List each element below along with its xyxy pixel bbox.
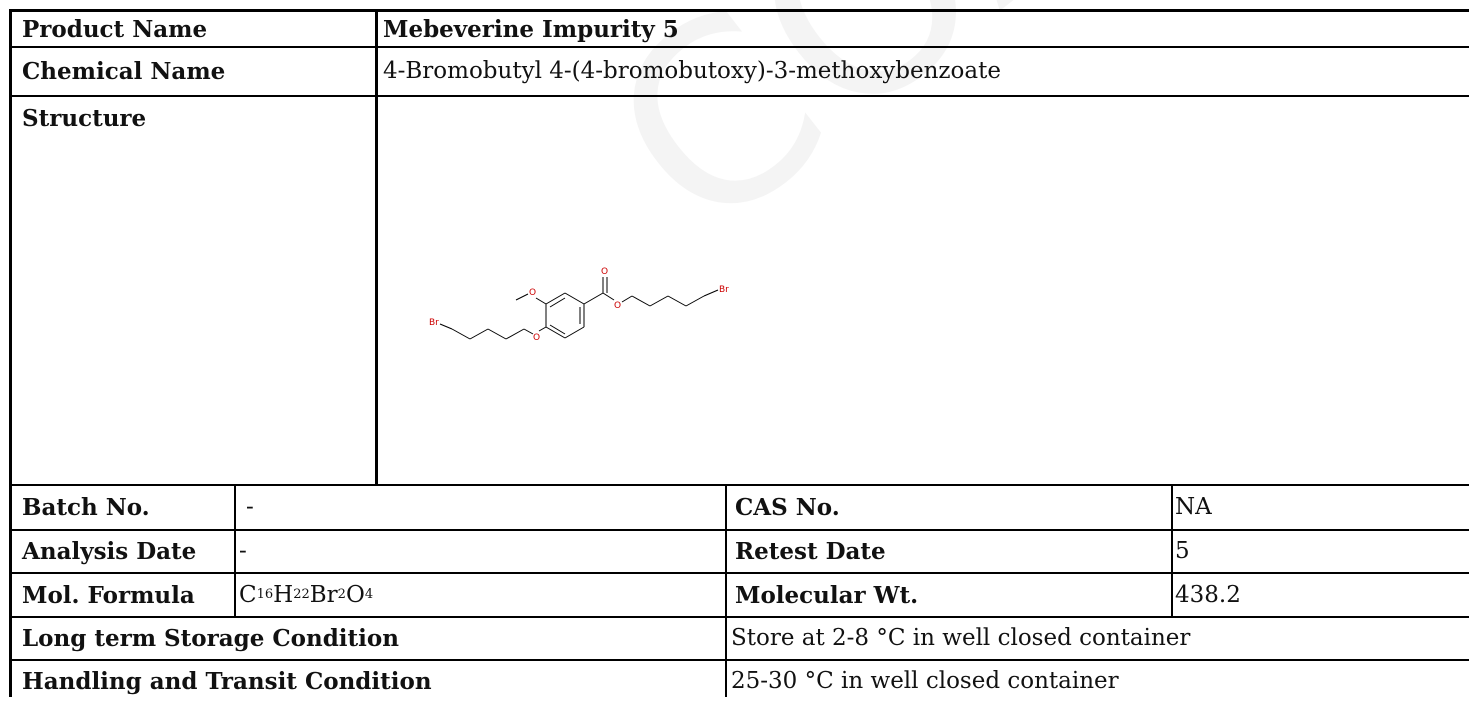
batch-value: - [246,494,254,520]
chemical-name-label: Chemical Name [22,58,226,85]
handling-condition-value: 25-30 °C in well closed container [731,667,1119,694]
atom-br-left: Br [429,318,439,328]
product-name-label: Product Name [22,15,208,43]
row-divider [9,529,1469,531]
chemical-structure-image: Br O O O O Br [429,267,729,343]
row-divider [9,95,1469,97]
cas-label: CAS No. [735,494,840,521]
atom-o-carbonyl: O [601,267,608,277]
cas-value: NA [1175,494,1212,520]
atom-o-methoxy: O [529,288,536,298]
structure-label: Structure [22,105,147,132]
atom-br-right: Br [719,285,729,295]
column-divider [725,485,727,697]
product-name-value: Mebeverine Impurity 5 [383,15,679,43]
column-divider [375,9,378,485]
molecular-weight-value: 438.2 [1175,581,1241,608]
atom-o-ether: O [533,333,540,343]
storage-condition-value: Store at 2-8 °C in well closed container [731,625,1191,651]
handling-condition-label: Handling and Transit Condition [22,667,432,695]
mol-formula-label: Mol. Formula [22,581,195,609]
row-divider [9,46,1469,48]
storage-condition-label: Long term Storage Condition [22,625,399,652]
retest-date-label: Retest Date [735,538,886,565]
chemical-name-value: 4-Bromobutyl 4-(4-bromobutoxy)-3-methoxy… [383,58,1001,84]
molecular-weight-label: Molecular Wt. [735,581,919,609]
retest-date-value: 5 [1175,538,1190,564]
column-divider [234,485,236,617]
border-outer-left [9,9,12,697]
row-divider [9,659,1469,661]
analysis-date-label: Analysis Date [22,538,197,565]
analysis-date-value: - [239,538,247,564]
row-divider [9,484,1469,486]
row-divider [9,616,1469,618]
atom-o-ester: O [614,301,621,311]
column-divider [1171,485,1173,617]
border-outer-top [9,9,1469,12]
row-divider [9,572,1469,574]
batch-label: Batch No. [22,494,150,521]
